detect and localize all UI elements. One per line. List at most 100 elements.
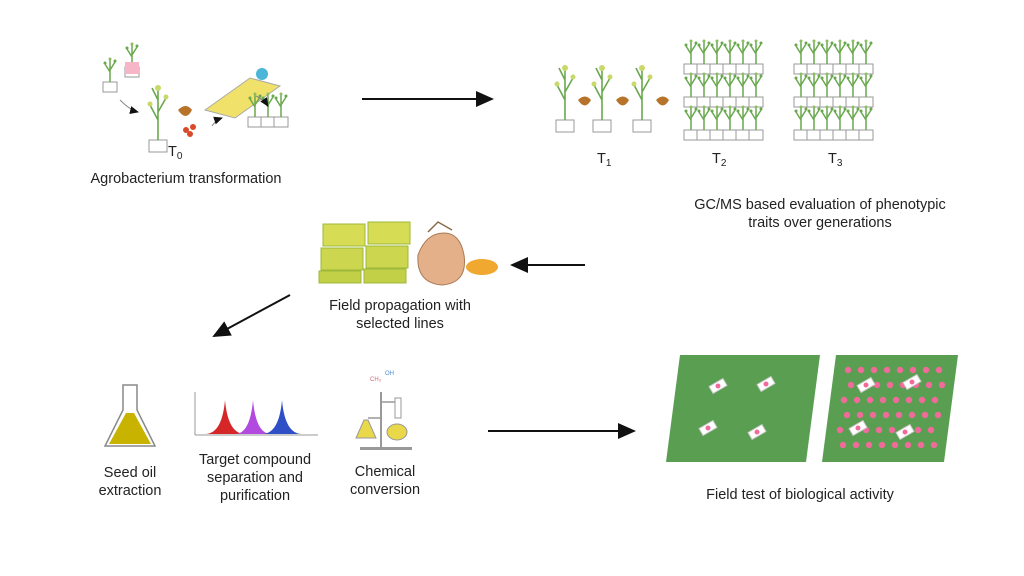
- seedling-icon: [709, 71, 725, 108]
- grain-pile-icon: [466, 259, 498, 275]
- seedling-icon: [819, 38, 835, 75]
- seedling-icon: [832, 38, 848, 75]
- pink-dot: [934, 411, 942, 419]
- gcms-line-2: traits over generations: [748, 215, 892, 231]
- silique-icon: [178, 106, 192, 116]
- seedling-icon: [683, 38, 699, 75]
- pink-dot: [878, 441, 886, 449]
- t0-label: T0: [168, 143, 182, 166]
- seedling-icon: [709, 38, 725, 75]
- pink-dot: [904, 441, 912, 449]
- seed-oil-line-1: Seed oil: [103, 465, 157, 481]
- pink-medium-icon: [125, 62, 139, 74]
- pink-dot: [844, 366, 852, 374]
- t3-letter: T: [828, 151, 837, 167]
- arrow-to-seed-oil: [212, 294, 291, 337]
- trap-icon: [856, 376, 876, 394]
- seedling-icon: [748, 71, 764, 108]
- trap-icon: [902, 373, 922, 391]
- target-line-1: Target compound: [198, 452, 312, 468]
- gcms-label: GC/MS based evaluation of phenotypic tra…: [670, 196, 970, 232]
- seedling-icon: [793, 38, 809, 75]
- pink-dot: [905, 396, 913, 404]
- chem-line-1: Chemical: [354, 464, 416, 480]
- seedling-icon: [845, 38, 861, 75]
- trap-icon: [747, 423, 767, 441]
- seedling-icon: [845, 71, 861, 108]
- pink-dot: [853, 396, 861, 404]
- gcms-line-1: GC/MS based evaluation of phenotypic: [694, 197, 946, 213]
- pink-dot: [896, 366, 904, 374]
- pink-dot: [927, 426, 935, 434]
- pink-dot: [891, 441, 899, 449]
- chemical-apparatus-icon: CH₃ OH: [355, 371, 412, 450]
- agro-transformation-illustration: [102, 41, 289, 153]
- seedling-icon: [696, 38, 712, 75]
- trap-icon: [848, 419, 868, 437]
- seedling-icon: [819, 71, 835, 108]
- pink-dot: [931, 396, 939, 404]
- seedling-icon: [722, 71, 738, 108]
- seed-oil-line-2: extraction: [98, 483, 162, 499]
- t1-subscript: 1: [605, 158, 612, 169]
- seedling-icon: [858, 71, 874, 108]
- pink-dot: [921, 411, 929, 419]
- seedling-icon: [858, 104, 874, 141]
- t0-letter: T: [168, 144, 177, 160]
- seedling-icon: [793, 104, 809, 141]
- field-propagation-label: Field propagation with selected lines: [300, 297, 500, 333]
- seedling-icon: [819, 104, 835, 141]
- seedling-icon: [696, 104, 712, 141]
- seedling-icon: [735, 38, 751, 75]
- trap-icon: [895, 423, 915, 441]
- seedling-icon: [696, 71, 712, 108]
- seedling-icon: [858, 38, 874, 75]
- pink-dot: [839, 441, 847, 449]
- t3-plant-grid: [793, 38, 874, 141]
- pink-dot: [935, 366, 943, 374]
- pink-dot: [914, 426, 922, 434]
- trap-icon: [708, 377, 728, 395]
- seedling-icon: [683, 104, 699, 141]
- t3-label: T3: [828, 150, 842, 173]
- svg-text:CH₃: CH₃: [370, 377, 382, 383]
- field-plot-treated: [822, 355, 958, 462]
- pink-dot: [873, 381, 881, 389]
- field-plots-illustration: [318, 221, 411, 284]
- seedling-icon: [793, 71, 809, 108]
- pink-dot: [836, 426, 844, 434]
- pink-dot: [938, 381, 946, 389]
- seed-oil-label: Seed oil extraction: [80, 464, 180, 500]
- pink-dot: [895, 411, 903, 419]
- seedling-icon: [806, 104, 822, 141]
- field-propagation-line-1: Field propagation with: [329, 298, 471, 314]
- pink-dot: [843, 411, 851, 419]
- seedling-icon: [722, 38, 738, 75]
- pink-dot: [908, 411, 916, 419]
- chromatogram-illustration: [194, 392, 318, 436]
- target-line-3: purification: [219, 488, 291, 504]
- pink-dot: [925, 381, 933, 389]
- pink-dot: [865, 441, 873, 449]
- field-plot-control: [666, 355, 820, 462]
- seedling-icon: [748, 38, 764, 75]
- t2-subscript: 2: [720, 158, 727, 169]
- seedling-icon: [735, 104, 751, 141]
- seedling-icon: [845, 104, 861, 141]
- chemical-conversion-label: Chemical conversion: [335, 463, 435, 499]
- treated-pink-dots: [836, 366, 946, 449]
- pink-dot: [888, 426, 896, 434]
- pink-dot: [882, 411, 890, 419]
- petri-plate-icon: [203, 77, 282, 119]
- seedling-icon: [735, 71, 751, 108]
- flask-icon: [256, 68, 268, 80]
- pink-dot: [870, 366, 878, 374]
- seedling-icon: [748, 104, 764, 141]
- pink-dot: [866, 396, 874, 404]
- t3-subscript: 3: [836, 158, 843, 169]
- t1-letter: T: [597, 151, 606, 167]
- pink-dot: [879, 396, 887, 404]
- pink-dot: [883, 366, 891, 374]
- seedling-icon: [832, 71, 848, 108]
- t2-label: T2: [712, 150, 726, 173]
